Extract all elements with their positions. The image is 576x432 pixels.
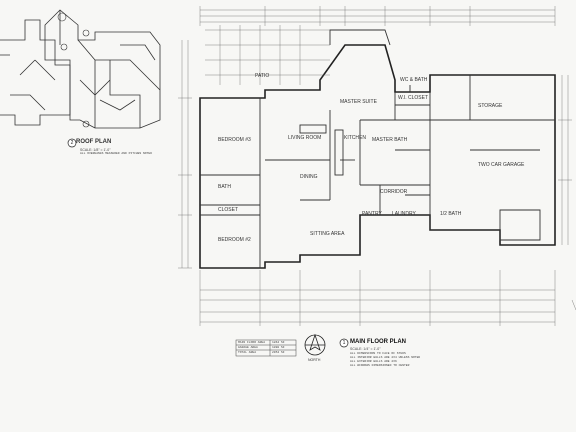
main-plan-note: ALL WINDOWS DIMENSIONED TO CENTER [350, 364, 410, 367]
roof-plan-number: 2 [70, 140, 74, 146]
room-label-storage: STORAGE [478, 103, 503, 109]
room-label-closet: CLOSET [218, 207, 239, 213]
roof-plan-title: ROOF PLAN [76, 139, 112, 145]
room-label-bedroom2: BEDROOM #2 [218, 237, 251, 243]
roof-plan-note: ALL OVERHANGS MEASURED AND PITCHES NOTED [80, 152, 153, 155]
room-label-half-bath: 1/2 BATH [440, 211, 462, 217]
main-plan-scale: SCALE: 1/4" = 1'-0" [350, 347, 381, 351]
north-arrow-label: NORTH [308, 358, 321, 362]
room-label-dining: DINING [300, 174, 318, 180]
room-label-patio: PATIO [255, 73, 270, 79]
room-label-wic: W.I. CLOSET [398, 95, 429, 101]
main-plan-title: MAIN FLOOR PLAN [350, 339, 406, 345]
room-label-master-suite: MASTER SUITE [340, 99, 377, 105]
area-label: MAIN FLOOR AREA [238, 341, 266, 344]
room-label-sitting: SITTING AREA [310, 231, 345, 237]
area-value: 2954 SF [272, 351, 285, 354]
room-label-bath: BATH [218, 184, 231, 190]
room-label-pantry: PANTRY [362, 211, 382, 217]
room-label-laundry: LAUNDRY [392, 211, 416, 217]
room-label-garage: TWO CAR GARAGE [478, 162, 525, 168]
area-label: TOTAL AREA [238, 351, 257, 354]
main-plan-note: ALL DIMENSIONS TO FACE OF STUDS [350, 352, 406, 355]
room-label-bedroom3: BEDROOM #3 [218, 137, 251, 143]
room-label-corridor: CORRIDOR [380, 189, 408, 195]
room-label-master-bath: MASTER BATH [372, 137, 408, 143]
room-label-wc: WC & BATH [400, 77, 428, 83]
roof-plan-scale: SCALE: 1/8" = 1'-0" [80, 148, 111, 152]
main-plan-note: ALL INTERIOR WALLS ARE 2X4 UNLESS NOTED [350, 356, 421, 359]
area-value: 1864 SF [272, 341, 285, 344]
main-plan-number: 1 [342, 340, 346, 346]
area-value: 1090 SF [272, 346, 285, 349]
area-label: GARAGE AREA [238, 346, 258, 349]
room-label-living: LIVING ROOM [288, 135, 322, 141]
main-plan-note: ALL EXTERIOR WALLS ARE 2X6 [350, 360, 397, 363]
room-label-kitchen: KITCHEN [344, 135, 366, 141]
